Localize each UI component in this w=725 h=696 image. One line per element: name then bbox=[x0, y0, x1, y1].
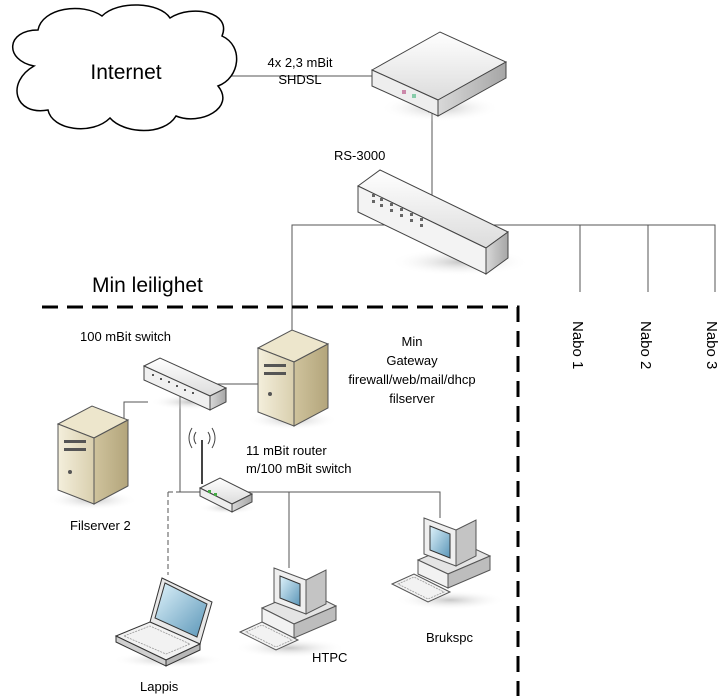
link-speed-label: 4x 2,3 mBit bbox=[267, 55, 332, 70]
internet-label: Internet bbox=[90, 61, 161, 84]
apartment-label: Min leilighet bbox=[92, 274, 203, 297]
brukspc-label: Brukspc bbox=[426, 630, 473, 645]
brukspc-computer-icon bbox=[390, 517, 506, 610]
htpc-computer-icon bbox=[234, 567, 346, 658]
filserver2-label: Filserver 2 bbox=[70, 518, 131, 533]
router-label-line2: m/100 mBit switch bbox=[246, 461, 351, 476]
apartment-boundary bbox=[42, 305, 520, 696]
rs3000-label: RS-3000 bbox=[334, 148, 385, 163]
nabo2-label: Nabo 2 bbox=[637, 321, 654, 369]
filserver2-server-icon bbox=[46, 405, 138, 510]
nabo3-label: Nabo 3 bbox=[703, 321, 720, 369]
link-type-label: SHDSL bbox=[278, 72, 321, 87]
gateway-server-icon bbox=[246, 329, 338, 430]
htpc-label: HTPC bbox=[312, 650, 347, 665]
laptop-icon bbox=[112, 577, 224, 668]
gateway-label-line3: firewall/web/mail/dhcp bbox=[348, 372, 475, 387]
switch-icon bbox=[142, 357, 230, 411]
rs3000-switch-icon bbox=[357, 169, 530, 276]
switch-label: 100 mBit switch bbox=[80, 329, 171, 344]
wireless-router-icon bbox=[188, 427, 258, 514]
lappis-label: Lappis bbox=[140, 679, 179, 694]
modem-icon bbox=[370, 31, 508, 122]
gateway-label-line4: filserver bbox=[389, 391, 435, 406]
nabo1-label: Nabo 1 bbox=[569, 321, 586, 369]
gateway-label-line1: Min bbox=[402, 334, 423, 349]
router-label-line1: 11 mBit router bbox=[246, 443, 327, 458]
cloud-icon bbox=[12, 4, 238, 132]
gateway-label-line2: Gateway bbox=[386, 353, 438, 368]
